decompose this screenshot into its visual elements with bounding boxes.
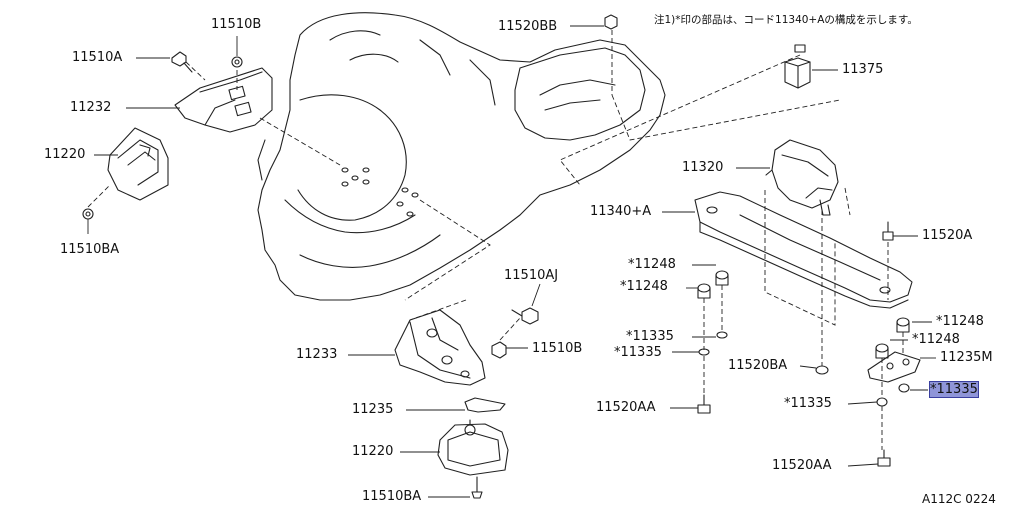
label-11335-highlighted[interactable]: *11335 (929, 381, 979, 398)
footnote: 注1)*印の部品は、コード11340+Aの構成を示します。 (654, 14, 918, 26)
diagram-code: A112C 0224 (922, 492, 996, 506)
label-11520ba: 11520BA (728, 358, 788, 373)
label-11510ba-bottom: 11510BA (362, 489, 422, 504)
label-11520aa-left: 11520AA (596, 400, 656, 415)
label-11248-a: *11248 (628, 257, 676, 272)
nut-11510b-top (231, 56, 243, 68)
label-11510a: 11510A (72, 50, 123, 65)
label-11375: 11375 (842, 62, 884, 77)
label-11232: 11232 (70, 100, 112, 115)
label-11235m: 11235M (940, 350, 993, 365)
label-11335-c: *11335 (784, 396, 832, 411)
label-11335-b: *11335 (614, 345, 662, 360)
crossmember-11340a (694, 191, 913, 303)
label-11520bb: 11520BB (498, 19, 558, 34)
label-11510b-top: 11510B (211, 17, 262, 32)
label-11248-b: *11248 (620, 279, 668, 294)
nut-11510ba-top (82, 208, 94, 220)
label-11320: 11320 (682, 160, 724, 175)
label-11248-c: *11248 (936, 314, 984, 329)
bolt-11510aj (521, 307, 539, 325)
engine-transmission-outline (257, 12, 666, 301)
label-11220-top: 11220 (44, 147, 86, 162)
plate-11235m (867, 351, 921, 383)
washer-11335-hl (898, 383, 910, 393)
label-11248-d: *11248 (912, 332, 960, 347)
mount-11320 (771, 139, 839, 209)
nut-11520bb (604, 14, 618, 30)
insulator-11248-a (715, 270, 729, 280)
washer-11335-a (716, 331, 728, 339)
label-11220-bottom: 11220 (352, 444, 394, 459)
insulator-11220-top (107, 127, 169, 201)
label-11340a: 11340+A (590, 204, 652, 219)
washer-11335-c (876, 397, 888, 407)
insulator-11248-c (896, 317, 910, 327)
insulator-11248-d (875, 343, 889, 353)
nut-11520ba (815, 365, 829, 375)
insulator-11248-b (697, 283, 711, 293)
bolt-11520a (882, 231, 894, 241)
label-11510aj: 11510AJ (504, 268, 559, 283)
label-11233: 11233 (296, 347, 338, 362)
nut-11510b-mid (491, 341, 507, 359)
plate-11235 (464, 397, 506, 413)
damper-11375 (784, 57, 811, 89)
label-11510ba-top: 11510BA (60, 242, 120, 257)
label-11520a: 11520A (922, 228, 973, 243)
label-11510b-mid: 11510B (532, 341, 583, 356)
bracket-11232 (174, 67, 273, 133)
label-11335-a: *11335 (626, 329, 674, 344)
label-11235: 11235 (352, 402, 394, 417)
bracket-11233 (394, 309, 486, 386)
bolt-11510a (171, 51, 187, 67)
label-11520aa-right: 11520AA (772, 458, 832, 473)
